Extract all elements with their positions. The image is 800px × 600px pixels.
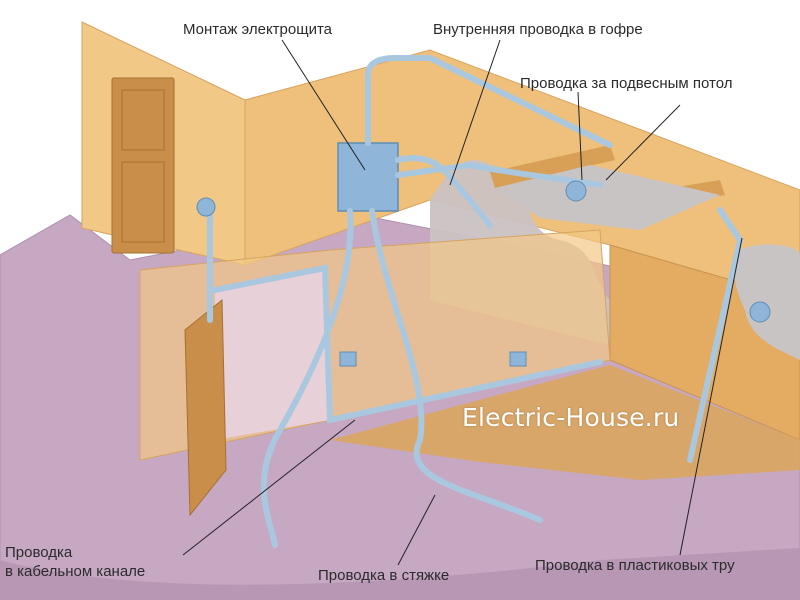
- ceiling-beam-1: [490, 145, 615, 188]
- back-door: [111, 77, 175, 254]
- junction-box-right: [749, 301, 771, 323]
- label-cable-channel: Проводка в кабельном канале: [5, 543, 145, 581]
- label-cable-channel-line1: Проводка: [5, 544, 73, 561]
- wooden-floor: [330, 365, 800, 480]
- label-corrugated-wiring: Внутренняя проводка в гофре: [433, 21, 643, 38]
- label-screed-wiring: Проводка в стяжке: [318, 567, 450, 584]
- electrical-panel: [337, 142, 399, 212]
- back-door-panel-bottom: [121, 161, 165, 243]
- conduit-pipes: [207, 55, 744, 548]
- junction-box-ceiling: [565, 180, 587, 202]
- label-ceiling-wiring: Проводка за подвесным потол: [520, 75, 733, 92]
- doorway-opening: [215, 268, 330, 440]
- leader-lines: [182, 39, 743, 566]
- outlet-2: [509, 351, 527, 367]
- right-wall-cutaway: [734, 244, 800, 360]
- label-panel-mount: Монтаж электрощита: [183, 21, 333, 38]
- floor-front-edge: [0, 548, 800, 600]
- label-cable-channel-line2: в кабельном канале: [5, 563, 146, 580]
- junction-box-wall: [196, 197, 216, 217]
- suspended-ceiling-cut: [495, 165, 720, 230]
- watermark: Electric-House.ru: [462, 403, 680, 432]
- back-door-panel-top: [121, 89, 165, 151]
- label-plastic-pipe-wiring: Проводка в пластиковых тру: [535, 557, 735, 574]
- outlet-1: [339, 351, 357, 367]
